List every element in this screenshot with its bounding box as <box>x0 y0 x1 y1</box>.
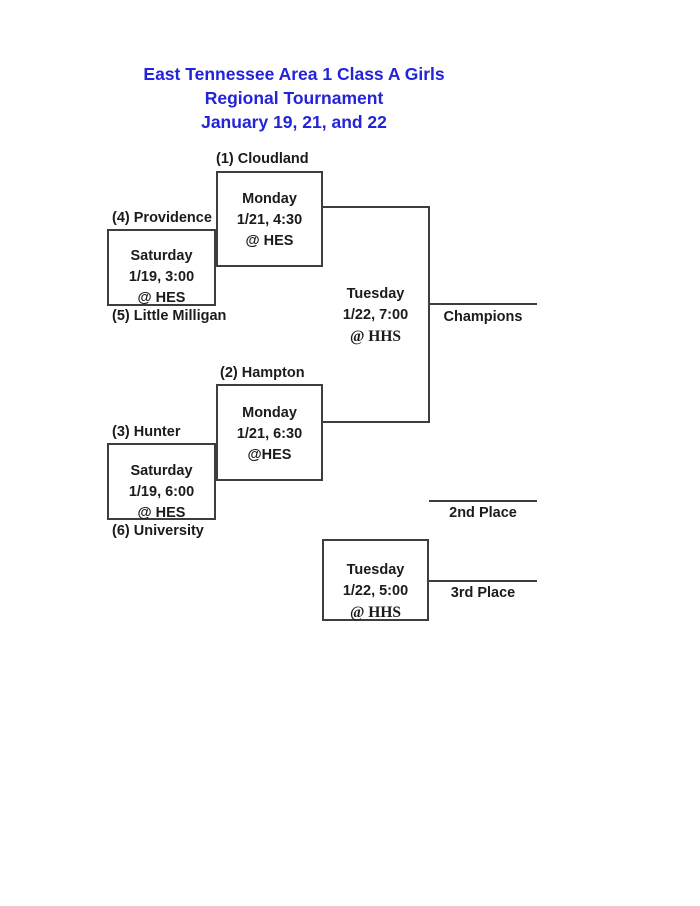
seed-label-4-providence: (4) Providence <box>112 210 212 226</box>
game-venue: @ HES <box>137 290 186 306</box>
seed-label-6-university: (6) University <box>112 523 204 539</box>
seed-label-5-little-milligan: (5) Little Milligan <box>112 308 227 324</box>
game-date-time: 1/22, 5:00 <box>342 583 409 599</box>
third-place-game-box <box>322 539 429 621</box>
game-day: Monday <box>242 405 297 421</box>
game-date-time: 1/21, 6:30 <box>236 426 303 442</box>
game-day: Saturday <box>130 463 193 479</box>
game-date-time: 1/19, 3:00 <box>128 269 195 285</box>
tournament-title: East Tennessee Area 1 Class A Girls Regi… <box>0 62 588 134</box>
champions-label: Champions <box>443 309 523 325</box>
third-place-line <box>429 580 537 582</box>
game-venue: @ HHS <box>349 328 402 345</box>
title-line-3: January 19, 21, and 22 <box>201 112 387 132</box>
third-place-label: 3rd Place <box>450 585 516 601</box>
connector-semifinal-bottom-line <box>323 421 429 423</box>
third-place-game-info: Tuesday 1/22, 5:00 @ HHS <box>322 560 429 623</box>
second-place-label: 2nd Place <box>449 505 517 521</box>
game-venue: @ HHS <box>349 604 402 621</box>
game-date-time: 1/19, 6:00 <box>128 484 195 500</box>
semifinal-top-game-info: Monday 1/21, 4:30 @ HES <box>216 189 323 252</box>
championship-game-info: Tuesday 1/22, 7:00 @ HHS <box>322 284 429 347</box>
seed-label-1-cloudland: (1) Cloudland <box>216 151 309 167</box>
game-day: Tuesday <box>346 562 405 578</box>
second-place-line <box>429 500 537 502</box>
quarterfinal-bottom-game-info: Saturday 1/19, 6:00 @ HES <box>107 461 216 524</box>
champions-line <box>429 303 537 305</box>
game-day: Monday <box>242 191 297 207</box>
game-venue: @ HES <box>137 505 186 521</box>
seed-label-2-hampton: (2) Hampton <box>220 365 305 381</box>
game-venue: @ HES <box>245 233 294 249</box>
game-day: Tuesday <box>346 286 405 302</box>
seed-label-3-hunter: (3) Hunter <box>112 424 181 440</box>
connector-semifinal-top-line <box>323 206 429 208</box>
title-line-2: Regional Tournament <box>204 88 384 108</box>
semifinal-bottom-box <box>216 384 323 481</box>
title-line-1: East Tennessee Area 1 Class A Girls <box>143 64 445 84</box>
game-day: Saturday <box>130 248 193 264</box>
quarterfinal-top-game-info: Saturday 1/19, 3:00 @ HES <box>107 246 216 309</box>
semifinal-bottom-game-info: Monday 1/21, 6:30 @HES <box>216 403 323 466</box>
game-date-time: 1/22, 7:00 <box>342 307 409 323</box>
quarterfinal-top-box <box>107 229 216 306</box>
game-venue: @HES <box>247 447 292 463</box>
game-date-time: 1/21, 4:30 <box>236 212 303 228</box>
quarterfinal-bottom-box <box>107 443 216 520</box>
championship-vertical-line <box>428 206 430 423</box>
semifinal-top-box <box>216 171 323 267</box>
